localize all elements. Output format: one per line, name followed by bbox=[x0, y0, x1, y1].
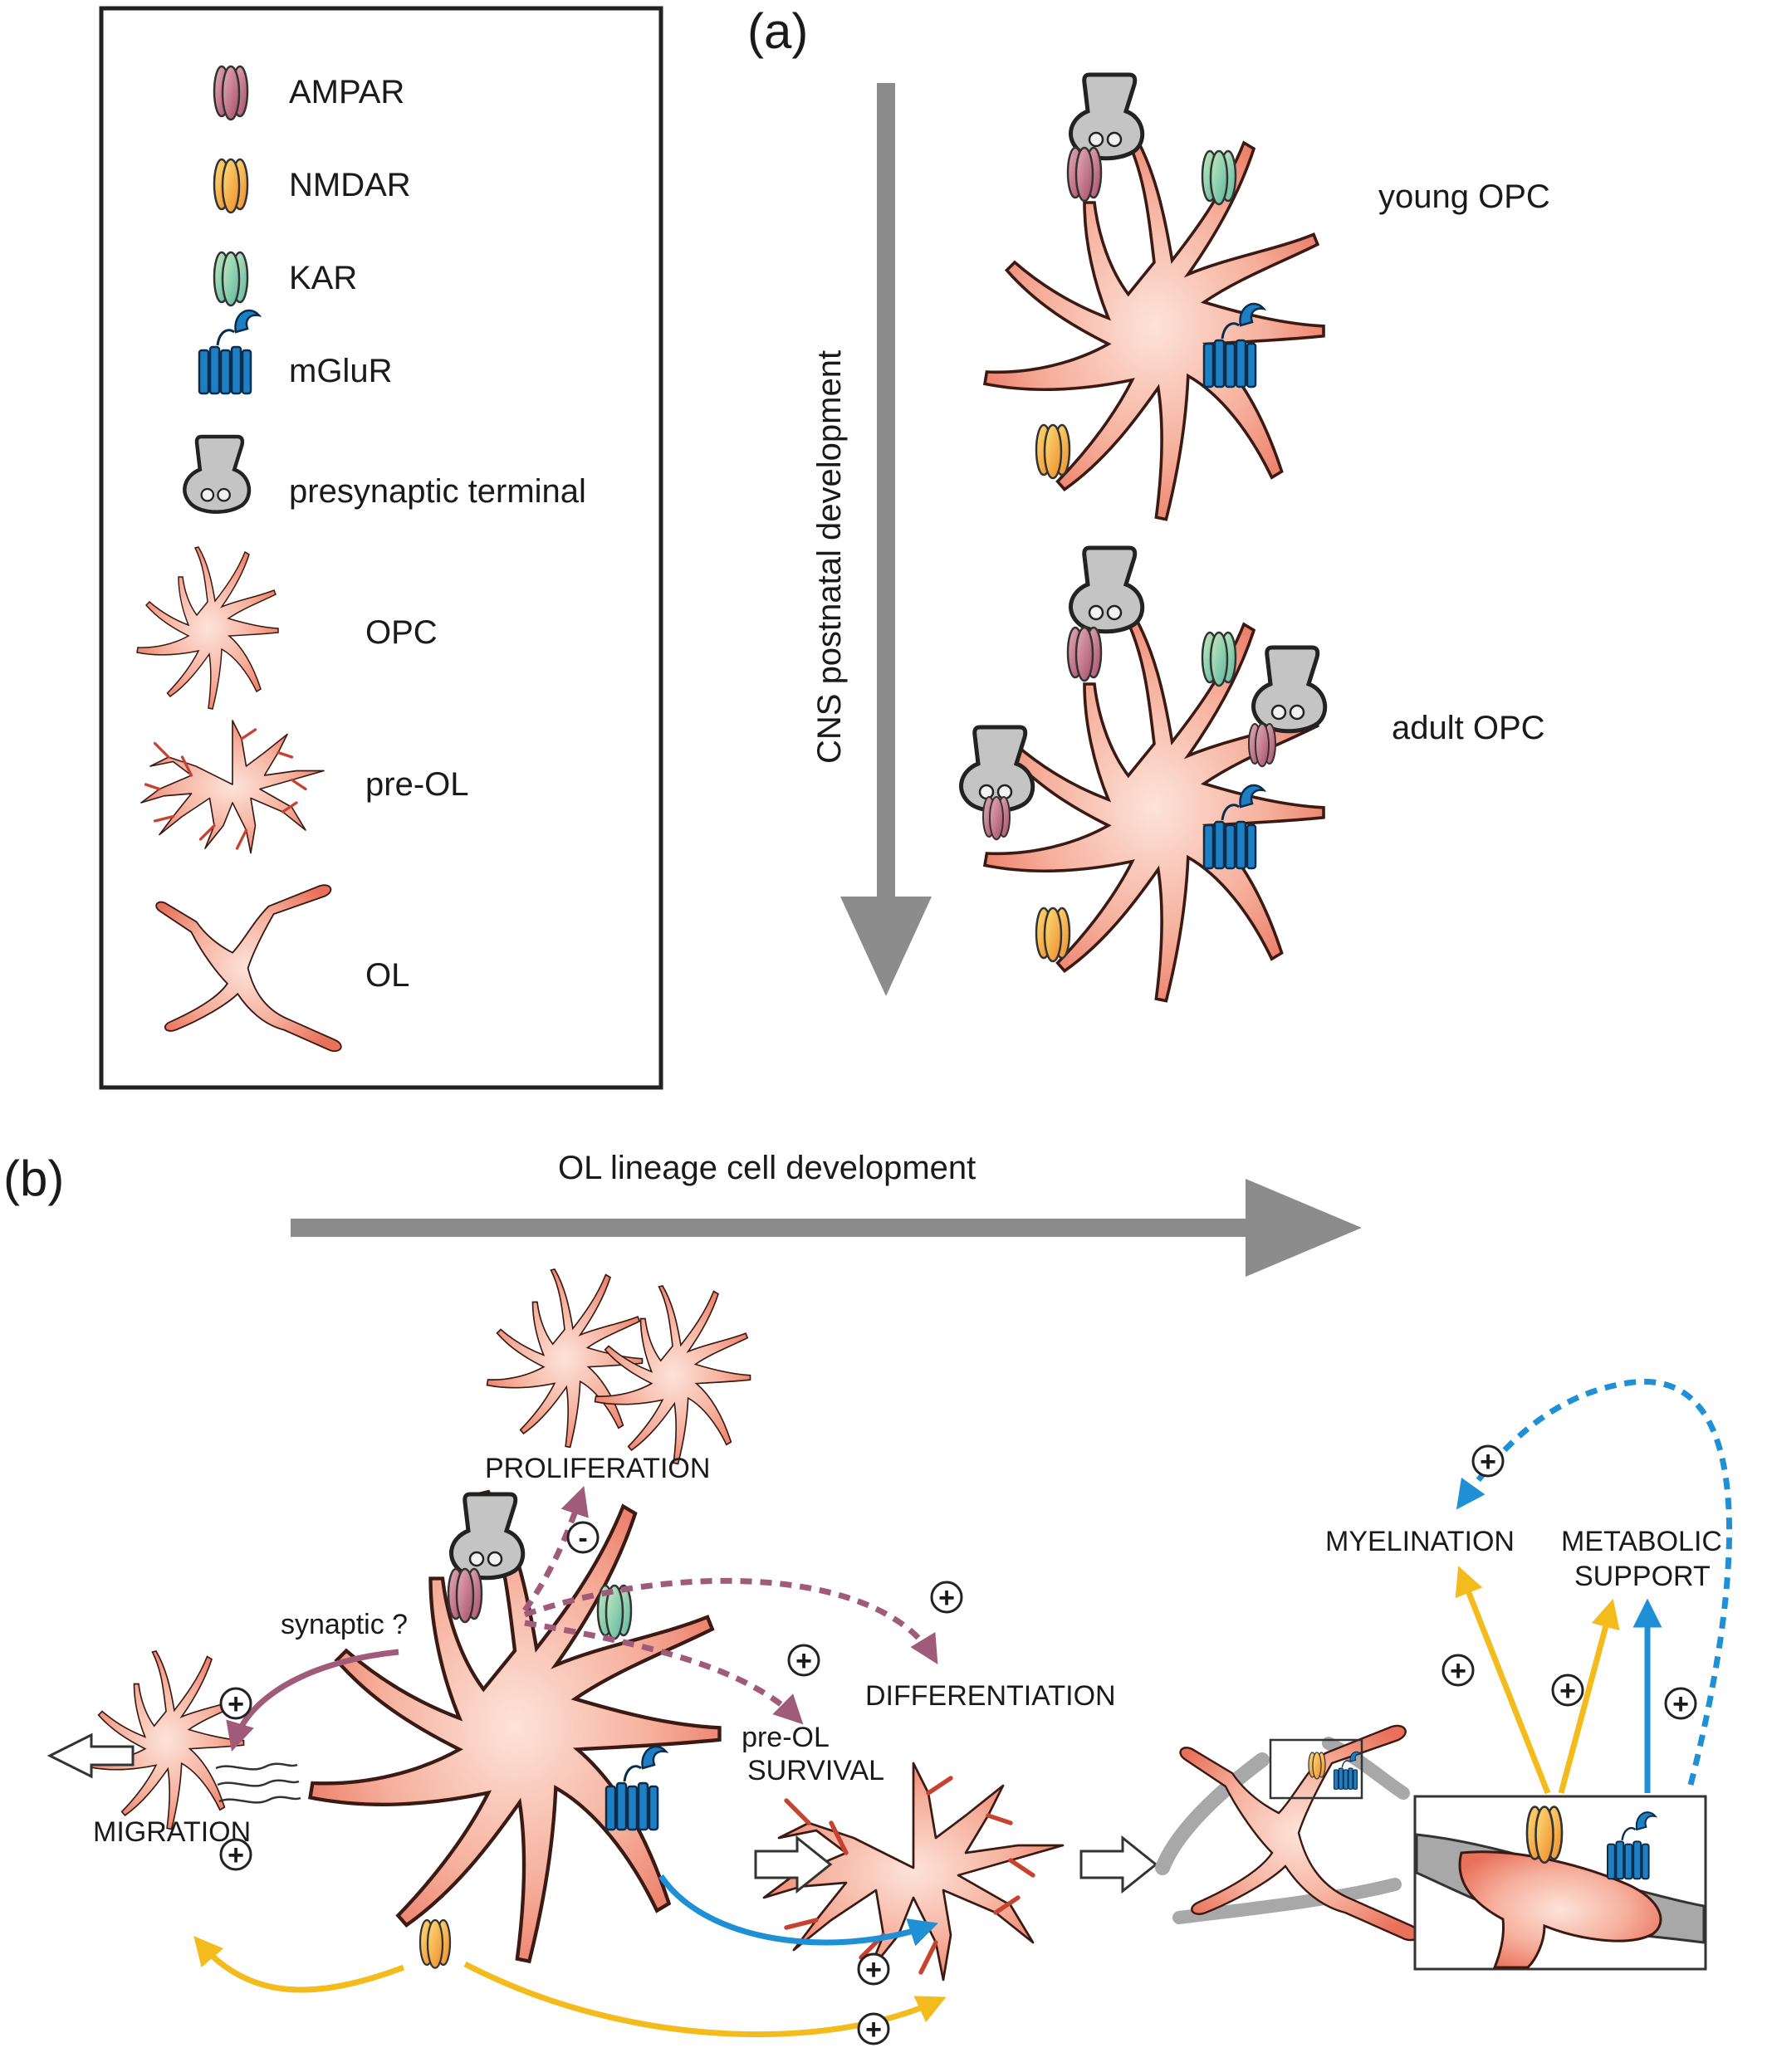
proliferation-arrow bbox=[522, 1486, 589, 1613]
adult-opc-label: adult OPC bbox=[1392, 710, 1545, 746]
svg-text:+: + bbox=[795, 1645, 812, 1677]
plus-sign-nmdar-ol: + bbox=[857, 2012, 890, 2045]
panel-b-axis-label: OL lineage cell development bbox=[558, 1150, 976, 1186]
central-opc-cell bbox=[311, 1492, 720, 1969]
svg-text:+: + bbox=[1450, 1655, 1466, 1687]
plus-sign-myelination-nmdar: + bbox=[1442, 1654, 1475, 1687]
panel-a-axis-label: CNS postnatal development bbox=[811, 350, 848, 764]
preol-survival-arrow bbox=[524, 1620, 804, 1725]
synaptic-to-migration-arrow bbox=[226, 1649, 399, 1752]
nmdar-to-myelination-arrow bbox=[1455, 1566, 1551, 1795]
plus-sign-myelination-mglur: + bbox=[1471, 1444, 1505, 1478]
ampar-icon bbox=[213, 65, 249, 121]
support-label: SUPPORT bbox=[1574, 1561, 1711, 1592]
adult-opc-ampar-3-icon bbox=[981, 795, 1011, 841]
plus-sign-metabolic-nmdar: + bbox=[1551, 1674, 1584, 1707]
nmdar-icon bbox=[213, 158, 249, 214]
opc-to-preol-arrow bbox=[754, 1835, 833, 1894]
plus-sign-migration-synaptic: + bbox=[219, 1687, 252, 1720]
svg-text:+: + bbox=[1672, 1688, 1689, 1720]
young-opc-label: young OPC bbox=[1378, 178, 1550, 215]
adult-opc-ampar-icon bbox=[1066, 626, 1103, 682]
migration-direction-arrow bbox=[46, 1732, 135, 1779]
metabolic-label: METABOLIC bbox=[1561, 1526, 1722, 1557]
inset-nmdar-icon bbox=[1525, 1806, 1564, 1864]
panel-b-label: (b) bbox=[3, 1151, 64, 1206]
development-arrow-shaft bbox=[877, 83, 895, 913]
adult-opc-ampar-2-icon bbox=[1247, 722, 1277, 768]
svg-text:+: + bbox=[1559, 1675, 1576, 1707]
legend: AMPAR NMDAR KAR mGluR presynaptic termin… bbox=[99, 6, 663, 1090]
lineage-arrow-shaft bbox=[291, 1219, 1262, 1237]
panel-b: (b) OL lineage cell development PROLIFER… bbox=[3, 1150, 1732, 2045]
myelinating-ol-cell bbox=[1155, 1724, 1420, 1942]
legend-nmdar-label: NMDAR bbox=[289, 167, 411, 203]
nmdar-to-ol-arrow bbox=[463, 1961, 947, 2038]
panel-a: (a) CNS postnatal development young OPC bbox=[747, 3, 1550, 1003]
svg-text:+: + bbox=[228, 1688, 244, 1720]
legend-mglur-label: mGluR bbox=[289, 353, 392, 389]
migrating-opc-cell bbox=[87, 1650, 245, 1830]
preol-to-ol-arrow bbox=[1079, 1835, 1158, 1894]
plus-sign-differentiation: + bbox=[930, 1581, 963, 1614]
legend-ol-label: OL bbox=[365, 957, 409, 994]
svg-text:+: + bbox=[865, 2014, 882, 2045]
differentiation-label: DIFFERENTIATION bbox=[865, 1680, 1116, 1712]
young-opc-kar-icon bbox=[1201, 149, 1237, 206]
central-opc-nmdar-icon bbox=[418, 1918, 452, 1969]
young-opc-ampar-icon bbox=[1066, 146, 1103, 203]
central-opc-terminal-icon bbox=[451, 1494, 522, 1578]
young-opc-cell bbox=[983, 75, 1325, 521]
adult-opc-cell bbox=[961, 548, 1324, 1003]
plus-sign-mglur-preol: + bbox=[857, 1952, 890, 1986]
synaptic-label: synaptic ? bbox=[281, 1609, 408, 1640]
plus-sign-metabolic-mglur: + bbox=[1664, 1687, 1697, 1720]
minus-sign-proliferation: - bbox=[566, 1521, 600, 1554]
kar-icon bbox=[213, 251, 249, 307]
legend-ampar-label: AMPAR bbox=[289, 74, 404, 110]
migration-label: MIGRATION bbox=[93, 1816, 251, 1848]
svg-text:-: - bbox=[578, 1522, 587, 1554]
svg-text:+: + bbox=[865, 1954, 882, 1986]
myelination-label: MYELINATION bbox=[1325, 1526, 1515, 1557]
svg-text:+: + bbox=[938, 1582, 955, 1614]
legend-opc-label: OPC bbox=[365, 614, 438, 651]
myelin-inset bbox=[1413, 1795, 1707, 1971]
young-opc-nmdar-icon bbox=[1035, 423, 1071, 480]
mglur-to-myelination-arrow bbox=[1456, 1378, 1732, 1786]
svg-text:+: + bbox=[228, 1840, 244, 1871]
svg-text:+: + bbox=[1480, 1446, 1496, 1478]
proliferation-opc-2 bbox=[594, 1285, 751, 1465]
zoom-indicator-box bbox=[1269, 1738, 1363, 1800]
plus-sign-survival: + bbox=[787, 1644, 820, 1677]
mglur-to-preol-arrow bbox=[658, 1874, 938, 1947]
survival-label: SURVIVAL bbox=[747, 1755, 884, 1786]
legend-kar-label: KAR bbox=[289, 260, 357, 296]
development-arrow-head bbox=[840, 897, 932, 996]
legend-terminal-label: presynaptic terminal bbox=[289, 473, 586, 510]
panel-a-label: (a) bbox=[747, 3, 808, 59]
legend-preol-label: pre-OL bbox=[365, 766, 469, 803]
differentiation-arrow bbox=[523, 1577, 938, 1664]
adult-opc-terminal-2-icon bbox=[1253, 648, 1324, 731]
proliferation-label: PROLIFERATION bbox=[485, 1453, 710, 1484]
migration-motion-lines bbox=[215, 1762, 301, 1804]
young-opc-terminal-icon bbox=[1070, 75, 1142, 159]
adult-opc-terminal-icon bbox=[1070, 548, 1142, 632]
plus-sign-migration-nmdar: + bbox=[219, 1838, 252, 1871]
nmdar-to-metabolic-arrow bbox=[1558, 1598, 1620, 1794]
sign-markers: + - + + + + + bbox=[219, 1444, 1697, 2045]
adult-opc-nmdar-icon bbox=[1035, 906, 1071, 963]
adult-opc-kar-icon bbox=[1201, 631, 1237, 687]
preol-label: pre-OL bbox=[742, 1722, 830, 1753]
nmdar-to-migration-arrow bbox=[193, 1936, 405, 1993]
lineage-arrow-head bbox=[1246, 1179, 1362, 1277]
central-opc-mglur-icon bbox=[604, 1745, 668, 1831]
central-opc-ampar-icon bbox=[447, 1567, 483, 1624]
